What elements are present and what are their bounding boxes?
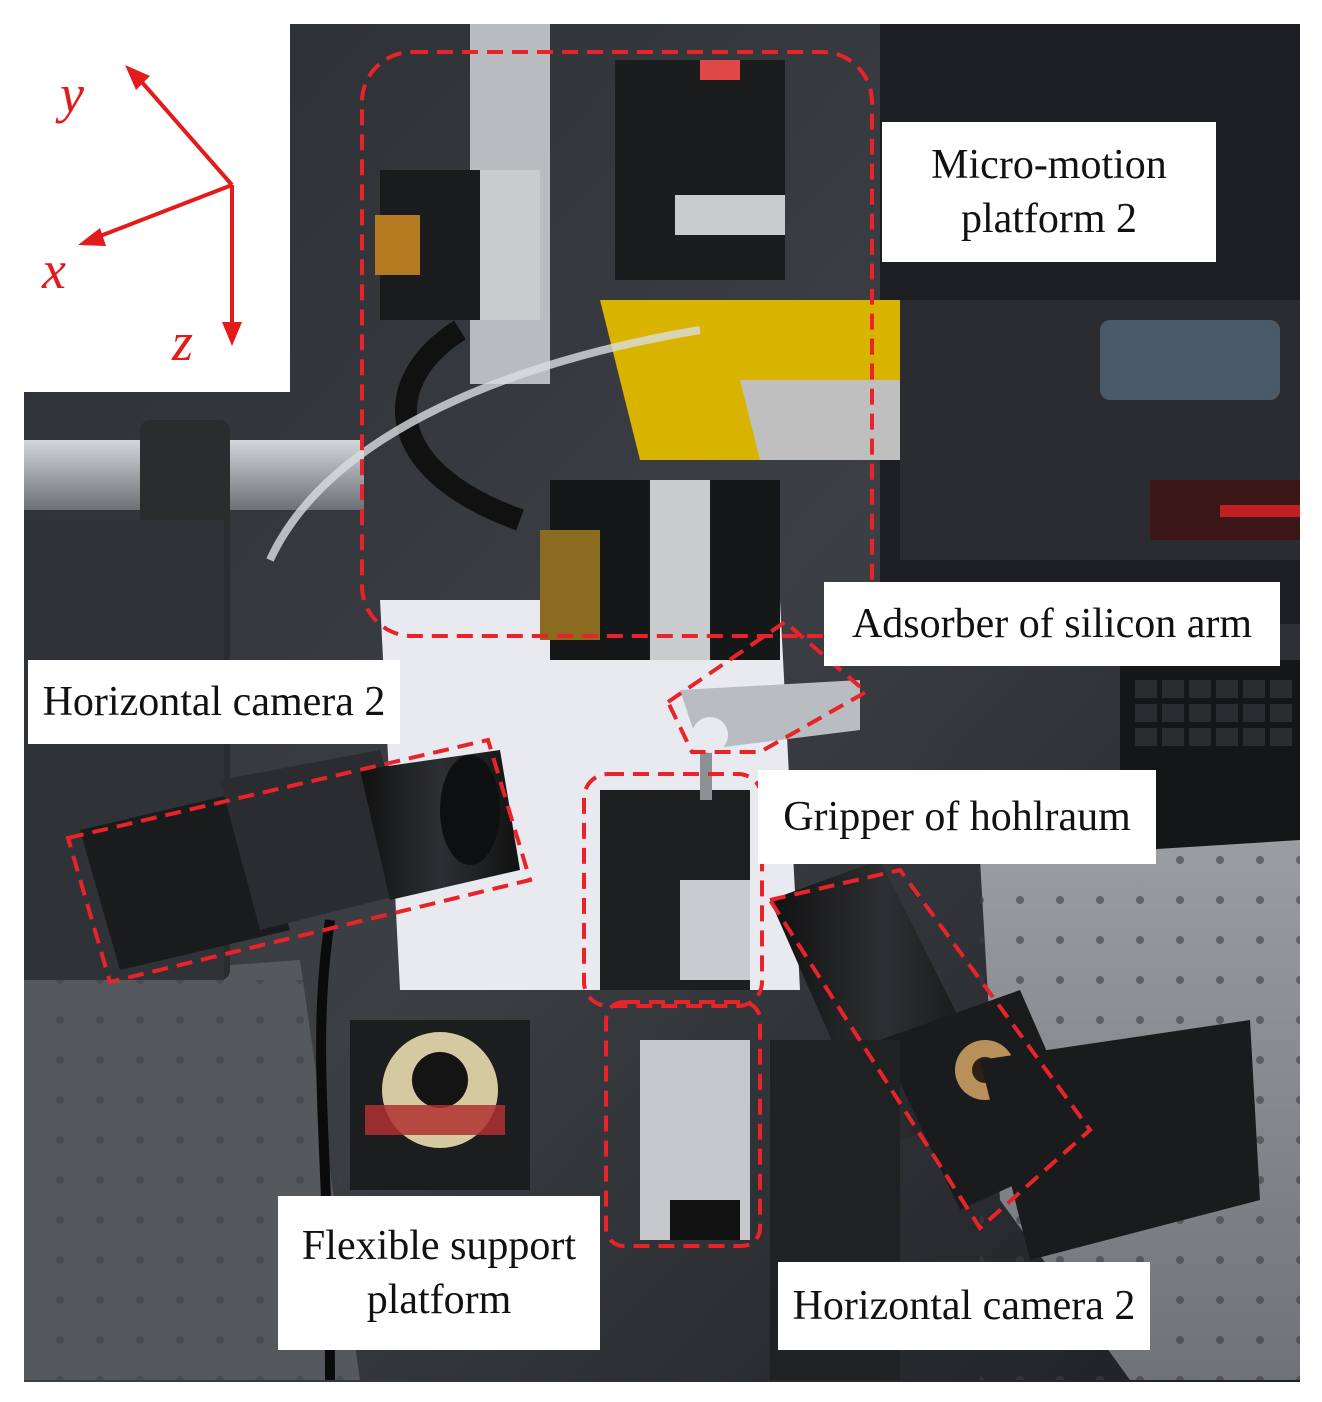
label-horizontal-camera-left-text: Horizontal camera 2 xyxy=(42,679,386,725)
highlight-right-camera xyxy=(766,867,1093,1232)
label-flexible-support: Flexible support platform xyxy=(278,1196,600,1350)
highlight-micro-motion-platform xyxy=(360,50,874,638)
axis-label-x: x xyxy=(41,240,66,300)
axis-label-y: y xyxy=(55,64,84,124)
horizontal-camera-left-hardware xyxy=(80,750,520,1381)
highlight-left-camera xyxy=(65,737,533,985)
highlight-gripper xyxy=(582,772,764,1008)
label-gripper: Gripper of hohlraum xyxy=(758,770,1156,864)
highlight-adsorber xyxy=(665,619,870,754)
label-gripper-text: Gripper of hohlraum xyxy=(783,794,1131,840)
highlight-flexible-support xyxy=(604,1000,762,1248)
label-flexible-line2: platform xyxy=(366,1277,512,1323)
label-micro-motion-line1: Micro-motion xyxy=(931,142,1167,188)
label-horizontal-camera-right-text: Horizontal camera 2 xyxy=(792,1283,1136,1329)
label-horizontal-camera-right: Horizontal camera 2 xyxy=(778,1262,1150,1350)
label-adsorber: Adsorber of silicon arm xyxy=(824,582,1280,666)
lower-stepper-motor xyxy=(350,1020,530,1190)
axis-indicator-panel xyxy=(24,24,290,392)
label-micro-motion-line2: platform 2 xyxy=(960,196,1138,242)
label-horizontal-camera-left: Horizontal camera 2 xyxy=(28,660,400,744)
micro-motion-platform-hardware xyxy=(266,24,900,660)
coordinate-axes xyxy=(78,65,242,346)
label-flexible-line1: Flexible support xyxy=(301,1223,577,1269)
label-micro-motion-platform: Micro-motion platform 2 xyxy=(882,122,1216,262)
gripper-hardware xyxy=(600,680,860,1240)
axis-label-z: z xyxy=(171,312,193,372)
highlight-regions xyxy=(65,50,1093,1248)
label-adsorber-text: Adsorber of silicon arm xyxy=(851,601,1253,647)
